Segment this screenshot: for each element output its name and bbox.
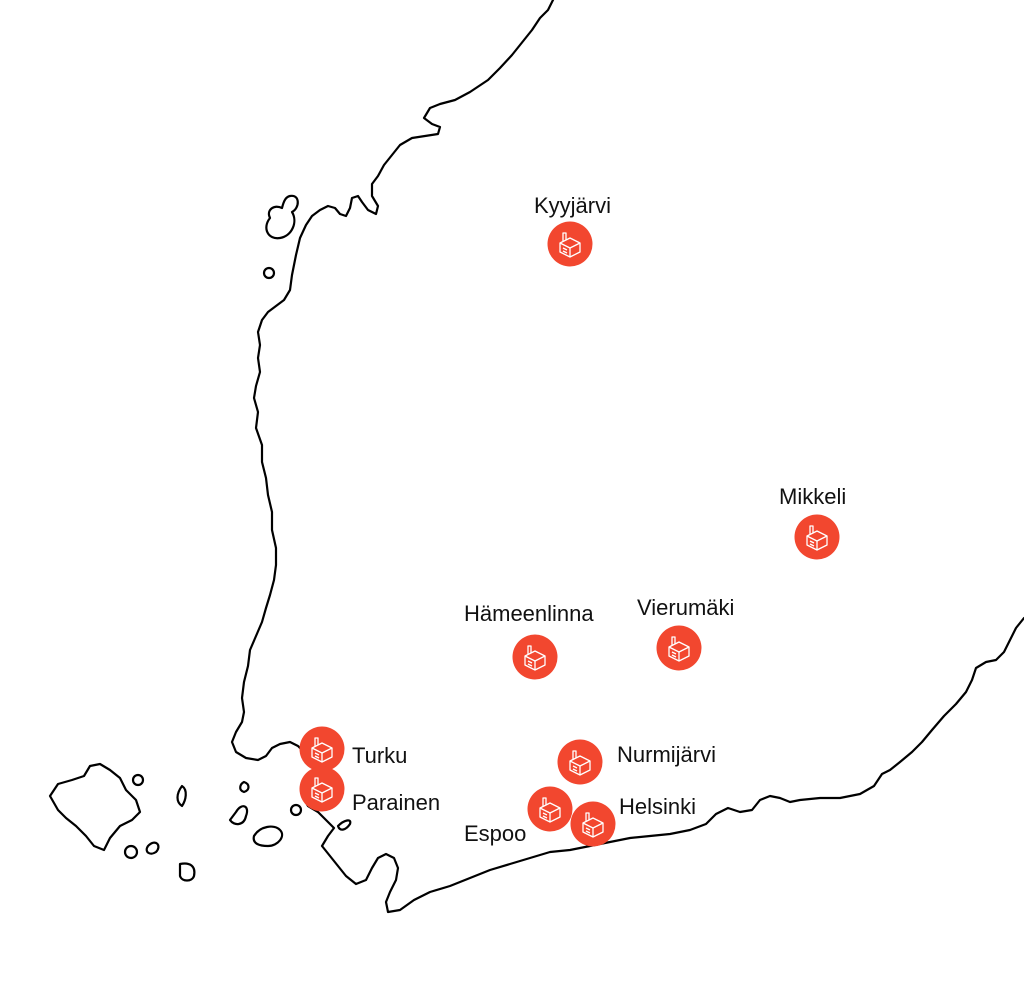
location-marker-nurmijarvi[interactable] bbox=[557, 739, 603, 785]
island-aland-5 bbox=[176, 784, 187, 808]
island-north-2 bbox=[262, 266, 276, 280]
island-aland-2 bbox=[123, 844, 139, 860]
location-label-hameenlinna: Hämeenlinna bbox=[464, 601, 594, 626]
factory-icon bbox=[547, 221, 593, 267]
location-label-nurmijarvi: Nurmijärvi bbox=[617, 742, 716, 767]
island-arch-4 bbox=[289, 803, 303, 817]
island-aland-1 bbox=[131, 773, 145, 787]
island-arch-2 bbox=[228, 805, 249, 826]
location-marker-vierumaki[interactable] bbox=[656, 625, 702, 671]
mainland-coastline bbox=[230, 0, 1024, 914]
island-aland-3 bbox=[145, 841, 160, 855]
location-label-parainen: Parainen bbox=[352, 790, 441, 815]
location-marker-hameenlinna[interactable] bbox=[512, 634, 558, 680]
location-marker-helsinki[interactable] bbox=[570, 801, 616, 847]
island-arch-1 bbox=[239, 780, 250, 794]
factory-icon bbox=[557, 739, 603, 785]
factory-icon bbox=[794, 514, 840, 560]
island-north-1 bbox=[265, 194, 299, 240]
aland-island bbox=[48, 762, 142, 852]
location-label-helsinki: Helsinki bbox=[619, 794, 697, 819]
island-arch-3 bbox=[252, 825, 284, 848]
location-marker-espoo[interactable] bbox=[527, 786, 573, 832]
location-label-turku: Turku bbox=[352, 743, 408, 768]
factory-icon bbox=[527, 786, 573, 832]
factory-icon bbox=[656, 625, 702, 671]
location-label-kyyjarvi: Kyyjärvi bbox=[534, 193, 612, 218]
factory-icon bbox=[299, 726, 345, 772]
location-marker-kyyjarvi[interactable] bbox=[547, 221, 593, 267]
location-marker-turku[interactable] bbox=[299, 726, 345, 772]
location-label-espoo: Espoo bbox=[464, 821, 527, 846]
factory-icon bbox=[299, 766, 345, 812]
factory-icon bbox=[512, 634, 558, 680]
location-label-vierumaki: Vierumäki bbox=[637, 595, 735, 620]
island-aland-4 bbox=[178, 862, 196, 882]
island-arch-5 bbox=[336, 819, 352, 831]
location-label-mikkeli: Mikkeli bbox=[779, 484, 847, 509]
location-marker-parainen[interactable] bbox=[299, 766, 345, 812]
factory-icon bbox=[570, 801, 616, 847]
location-marker-mikkeli[interactable] bbox=[794, 514, 840, 560]
